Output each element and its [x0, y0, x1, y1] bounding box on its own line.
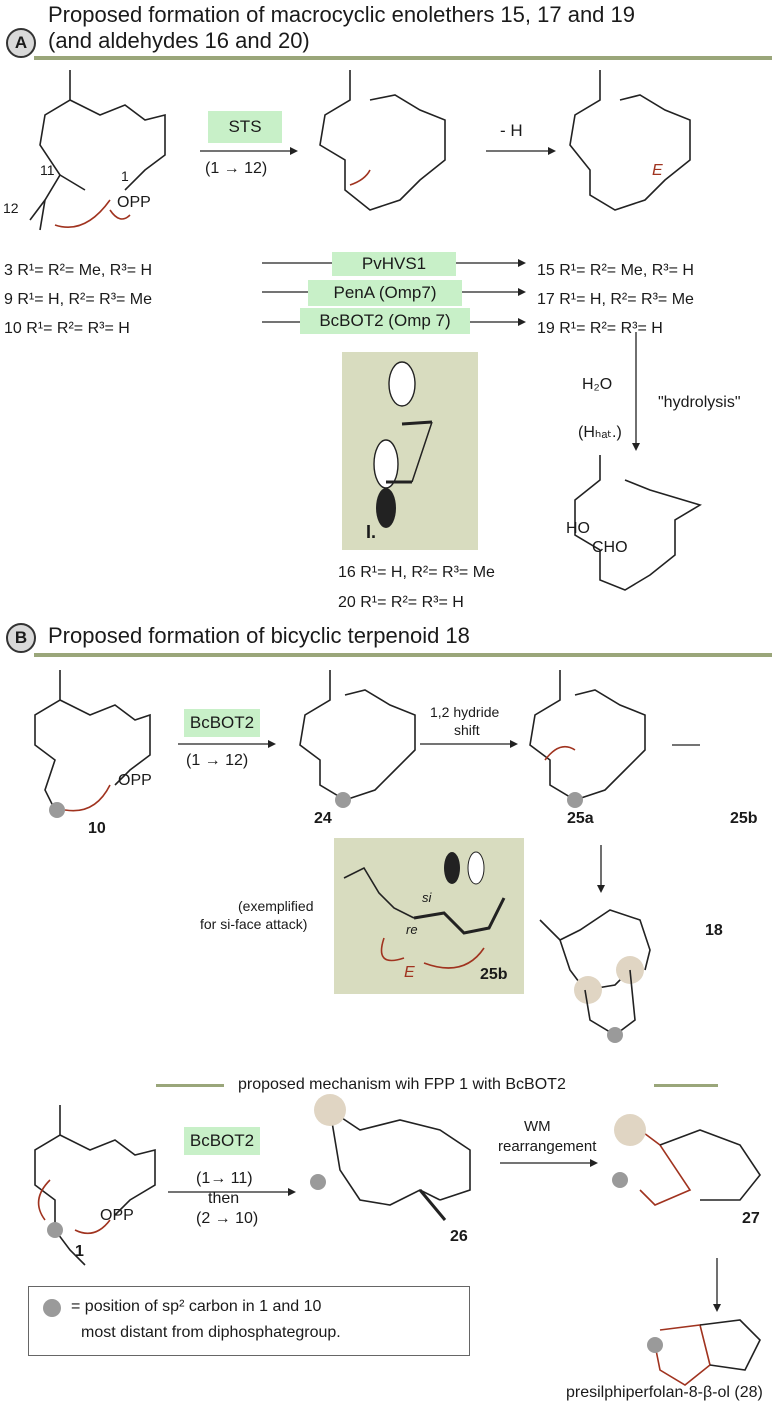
compound-25a-label: 25a	[567, 810, 594, 827]
opp-label-b: OPP	[118, 772, 152, 789]
product-row-19: 19 R¹= R²= R³= H	[537, 320, 663, 337]
substrate-row-10: 10 R¹= R²= R³= H	[4, 320, 130, 337]
section-a-title-line1: Proposed formation of macrocyclic enolet…	[48, 2, 635, 27]
legend-line1: = position of sp² carbon in 1 and 10	[71, 1298, 322, 1315]
section-a-title-line2: (and aldehydes 16 and 20)	[48, 28, 310, 53]
enzyme-bcbot2-box-fpp: BcBOT2	[184, 1127, 260, 1155]
fpp-rule-left	[156, 1084, 224, 1087]
si-face-label: si	[422, 890, 432, 905]
inset-25b-drawing	[343, 851, 506, 969]
compound-1-label: 1	[75, 1243, 84, 1260]
section-a-rule	[34, 56, 772, 60]
substrate-row-9: 9 R¹= H, R²= R³= Me	[4, 291, 153, 308]
aldehyde-cho-label: CHO	[592, 539, 628, 556]
re-face-label: re	[406, 922, 418, 937]
fpp-then: then	[208, 1190, 240, 1207]
product-row-17: 17 R¹= H, R²= R³= Me	[537, 291, 694, 308]
section-b-structures	[34, 670, 700, 893]
atom-1-label: 1	[121, 168, 129, 184]
wm-label-2: rearrangement	[498, 1138, 597, 1155]
compound-18-label: 18	[705, 922, 723, 939]
enzyme-pvhvs1-box: PvHVS1	[332, 252, 456, 276]
product-row-20: 20 R¹= R²= R³= H	[338, 594, 464, 611]
exemplified-label-2: for si-face attack)	[200, 916, 308, 932]
legend-gray-dot	[43, 1299, 61, 1317]
inset-I-label: I.	[366, 522, 377, 542]
hydride-shift-label-1: 1,2 hydride	[430, 704, 500, 720]
atom-11-label: 11	[40, 162, 55, 178]
hydrolysis-label: "hydrolysis"	[658, 394, 741, 411]
section-b-badge: B	[6, 623, 36, 653]
section-a-badge: A	[6, 28, 36, 58]
sp2-legend-box: = position of sp² carbon in 1 and 10 mos…	[28, 1286, 470, 1356]
compound-24-label: 24	[314, 810, 332, 827]
step-1-to-12-a: (1 → 12)	[205, 160, 268, 177]
wm-label-1: WM	[524, 1118, 551, 1135]
fpp-step-1: (1→ 11)	[196, 1170, 253, 1187]
deprotonation-label: - H	[500, 121, 523, 140]
compound-26-label: 26	[450, 1228, 468, 1245]
fpp-structures	[34, 1094, 761, 1386]
substrate-row-3: 3 R¹= R²= Me, R³= H	[4, 262, 153, 279]
section-b-rule	[34, 653, 772, 657]
product-row-16: 16 R¹= H, R²= R³= Me	[338, 564, 495, 581]
enzyme-bcbot2-box-b: BcBOT2	[184, 709, 260, 737]
hydrolysis-catalyst: (Hₕₐₜ.)	[578, 424, 622, 441]
compound-10-label: 10	[88, 820, 106, 837]
compound-18-structure	[539, 909, 651, 1043]
aldehyde-ho-label: HO	[566, 520, 590, 537]
enzyme-bcbot2-omp7-box: BcBOT2 (Omp 7)	[300, 308, 470, 334]
product-row-15: 15 R¹= R²= Me, R³= H	[537, 262, 694, 279]
opp-label-a: OPP	[117, 194, 151, 211]
legend-line2: most distant from diphosphategroup.	[81, 1324, 341, 1341]
exemplified-label-1: (exemplified	[238, 898, 314, 914]
section-b-title: Proposed formation of bicyclic terpenoid…	[48, 623, 470, 648]
fpp-subtitle: proposed mechanism wih FPP 1 with BcBOT2	[238, 1076, 566, 1093]
compound-25b-label: 25b	[730, 810, 758, 827]
atom-12-label: 12	[3, 200, 19, 216]
final-product-name: presilphiperfolan-8-β-ol (28)	[566, 1384, 763, 1401]
orbital-inset-drawing	[373, 361, 433, 528]
hydrolysis-reagent: H₂O	[582, 376, 613, 393]
compound-27-label: 27	[742, 1210, 760, 1227]
e-geometry-label-a: E	[652, 162, 663, 179]
step-1-to-12-b: (1 → 12)	[186, 752, 249, 769]
hydride-shift-label-2: shift	[454, 722, 480, 738]
fpp-rule-right	[654, 1084, 718, 1087]
enzyme-sts-box: STS	[208, 111, 282, 143]
opp-label-fpp: OPP	[100, 1207, 134, 1224]
orbital-inset-I: I.	[342, 352, 478, 550]
fpp-step-2: (2 → 10)	[196, 1210, 259, 1227]
e-label-inset: E	[404, 964, 415, 981]
compound-25b-inset-label: 25b	[480, 966, 508, 983]
transition-state-inset-25b: si re E 25b	[334, 838, 524, 994]
enzyme-pena-box: PenA (Omp7)	[308, 280, 462, 306]
